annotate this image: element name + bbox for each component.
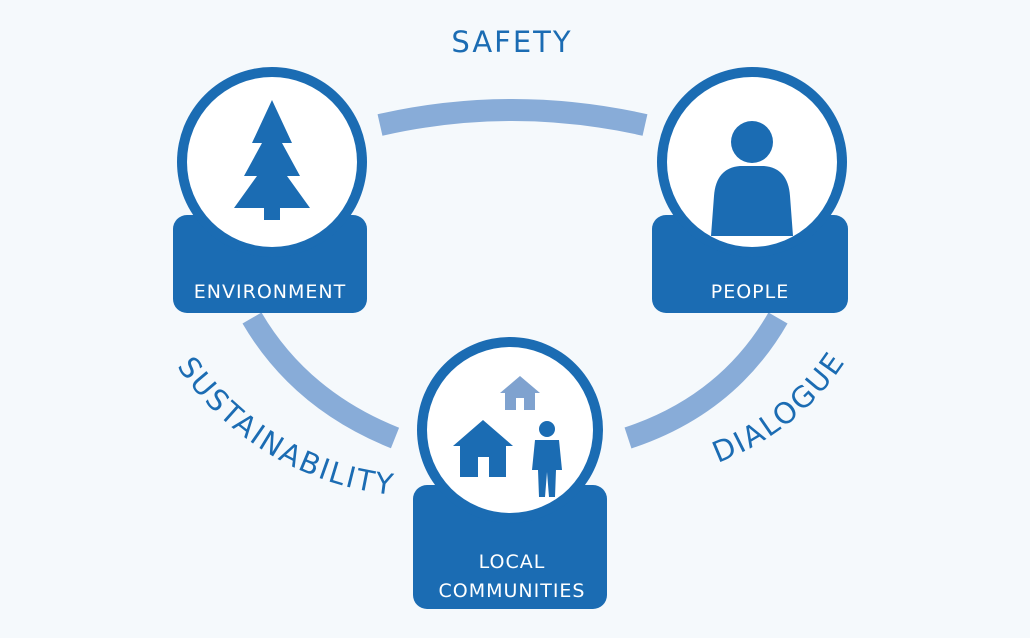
safety-label: SAFETY — [451, 25, 572, 59]
dialogue-label: DIALOGUE — [707, 345, 852, 469]
connector-left-arc — [242, 312, 400, 449]
houses-person-icon — [453, 376, 562, 497]
communities-label-line2: COMMUNITIES — [438, 580, 585, 602]
people-label: PEOPLE — [711, 281, 789, 303]
environment-label: ENVIRONMENT — [194, 281, 346, 303]
communities-node: LOCAL COMMUNITIES — [413, 337, 607, 609]
connector-right-arc — [624, 312, 788, 449]
environment-node: ENVIRONMENT — [173, 67, 367, 313]
person-icon — [711, 121, 793, 236]
people-node: PEOPLE — [652, 67, 848, 313]
communities-label-line1: LOCAL — [479, 551, 546, 573]
connector-top-arc — [377, 99, 648, 136]
pine-tree-icon — [234, 100, 310, 220]
communities-label-box — [413, 485, 607, 609]
